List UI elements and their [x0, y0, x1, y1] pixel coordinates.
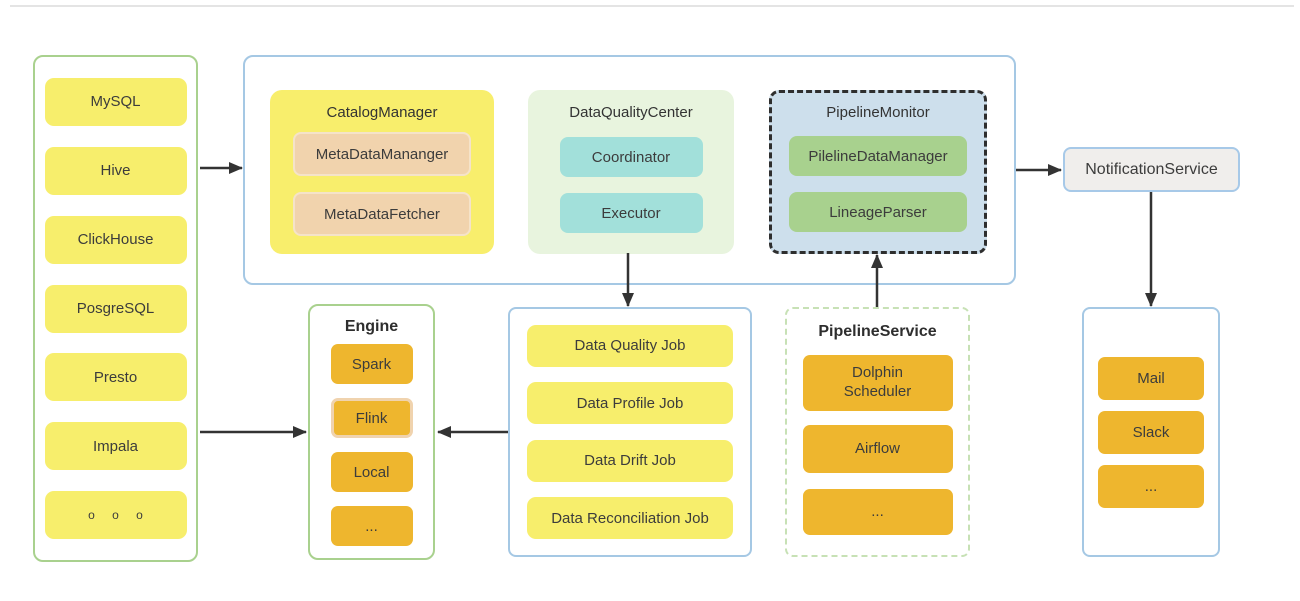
- dolphin-scheduler-node: Dolphin Scheduler: [802, 355, 953, 411]
- source-node-presto: Presto: [44, 353, 187, 402]
- source-node-mysql: MySQL: [44, 77, 187, 126]
- pileline-data-manager-node: PilelineDataManager: [789, 136, 967, 176]
- pipeline-monitor-title: PipelineMonitor: [826, 104, 930, 121]
- data-sources-group: MySQL Hive ClickHouse PosgreSQL Presto I…: [33, 55, 198, 562]
- channel-node-slack: Slack: [1098, 410, 1204, 454]
- engine-group: Engine Spark Flink Local ...: [308, 304, 435, 560]
- pipeline-monitor-group: PipelineMonitor PilelineDataManager Line…: [769, 90, 987, 254]
- coordinator-node: Coordinator: [559, 137, 703, 177]
- catalog-manager-title: CatalogManager: [326, 104, 438, 121]
- source-node-more-ellipsis: o o o: [44, 491, 187, 540]
- source-node-posgresql: PosgreSQL: [44, 284, 187, 333]
- engine-title: Engine: [344, 318, 399, 335]
- data-drift-job-node: Data Drift Job: [527, 439, 733, 482]
- top-divider: [10, 5, 1294, 7]
- pipeline-service-group: PipelineService Dolphin Scheduler Airflo…: [785, 307, 970, 557]
- data-reconciliation-job-node: Data Reconciliation Job: [527, 497, 733, 540]
- platform-container: CatalogManager MetaDataMananger MetaData…: [243, 55, 1016, 285]
- lineage-parser-node: LineageParser: [789, 192, 967, 232]
- data-quality-job-node: Data Quality Job: [527, 324, 733, 367]
- channel-node-more-ellipsis: ...: [1098, 464, 1204, 508]
- source-node-impala: Impala: [44, 422, 187, 471]
- metadata-mananger-node: MetaDataMananger: [293, 132, 471, 176]
- engine-node-local: Local: [330, 452, 413, 492]
- data-quality-center-title: DataQualityCenter: [569, 104, 693, 121]
- source-node-hive: Hive: [44, 146, 187, 195]
- engine-node-spark: Spark: [330, 344, 413, 384]
- channel-node-mail: Mail: [1098, 356, 1204, 400]
- pipeline-service-more-ellipsis: ...: [802, 489, 953, 535]
- airflow-node: Airflow: [802, 425, 953, 473]
- notification-service-node: NotificationService: [1063, 147, 1240, 192]
- engine-node-flink: Flink: [330, 398, 413, 438]
- data-quality-center-group: DataQualityCenter Coordinator Executor: [528, 90, 734, 254]
- catalog-manager-group: CatalogManager MetaDataMananger MetaData…: [270, 90, 494, 254]
- source-node-clickhouse: ClickHouse: [44, 215, 187, 264]
- pipeline-service-title: PipelineService: [818, 323, 937, 340]
- notification-channels-group: Mail Slack ...: [1082, 307, 1220, 557]
- executor-node: Executor: [559, 193, 703, 233]
- engine-node-more-ellipsis: ...: [330, 506, 413, 546]
- metadata-fetcher-node: MetaDataFetcher: [293, 192, 471, 236]
- jobs-group: Data Quality Job Data Profile Job Data D…: [508, 307, 752, 557]
- data-profile-job-node: Data Profile Job: [527, 382, 733, 425]
